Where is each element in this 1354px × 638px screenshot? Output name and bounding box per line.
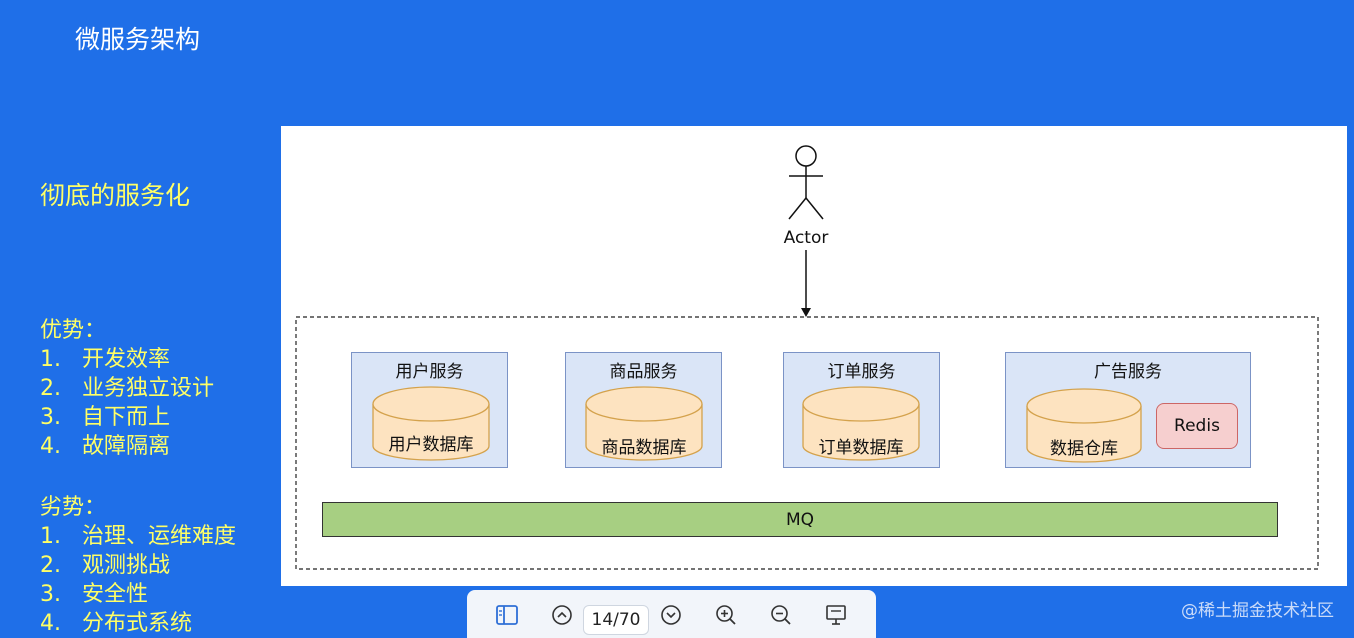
list-item: 1.治理、运维难度: [40, 524, 237, 549]
db-label: 商品数据库: [601, 438, 687, 458]
slide-title: 微服务架构: [75, 25, 201, 54]
db-label: 数据仓库: [1050, 439, 1118, 459]
cons-heading: 劣势：: [40, 495, 107, 520]
pros-list: 优势： 1.开发效率 2.业务独立设计 3.自下而上 4.故障隔离: [40, 316, 214, 461]
system-boundary: [295, 316, 1319, 570]
service-title: 商品服务: [609, 362, 678, 382]
actor-icon: [788, 145, 824, 220]
slide-subtitle: 彻底的服务化: [40, 181, 191, 210]
list-item: 1.开发效率: [40, 347, 171, 372]
pros-heading: 优势：: [40, 318, 107, 343]
next-page-icon[interactable]: [660, 604, 682, 626]
service-title: 用户服务: [395, 362, 464, 382]
site-watermark: @稀土掘金技术社区: [1181, 601, 1334, 621]
list-item: 3.自下而上: [40, 405, 171, 430]
redis-box: Redis: [1156, 403, 1238, 449]
zoom-out-icon[interactable]: [770, 604, 792, 626]
list-item: 4.分布式系统: [40, 611, 193, 636]
presentation-toolbar: 14/70: [467, 590, 876, 638]
service-title: 订单服务: [827, 362, 896, 382]
architecture-diagram: Actor 用户服务 商品服务 订单服务 广告服务 Redis 用户数据库 商品…: [281, 126, 1347, 586]
presentation-mode-icon[interactable]: [825, 604, 847, 626]
list-item: 4.故障隔离: [40, 434, 171, 459]
zoom-in-icon[interactable]: [715, 604, 737, 626]
cons-list: 劣势： 1.治理、运维难度 2.观测挑战 3.安全性 4.分布式系统: [40, 493, 236, 638]
db-label: 用户数据库: [388, 435, 474, 455]
mq-bar: MQ: [322, 502, 1278, 537]
list-item: 2.观测挑战: [40, 553, 171, 578]
page-indicator[interactable]: 14/70: [583, 605, 649, 635]
arrow-head: [801, 308, 811, 317]
db-label: 订单数据库: [818, 438, 904, 458]
previous-page-icon[interactable]: [551, 604, 573, 626]
actor-label: Actor: [783, 228, 829, 248]
list-item: 3.安全性: [40, 582, 149, 607]
sidebar-toggle-icon[interactable]: [496, 604, 518, 626]
list-item: 2.业务独立设计: [40, 376, 215, 401]
service-title: 广告服务: [1094, 362, 1162, 382]
